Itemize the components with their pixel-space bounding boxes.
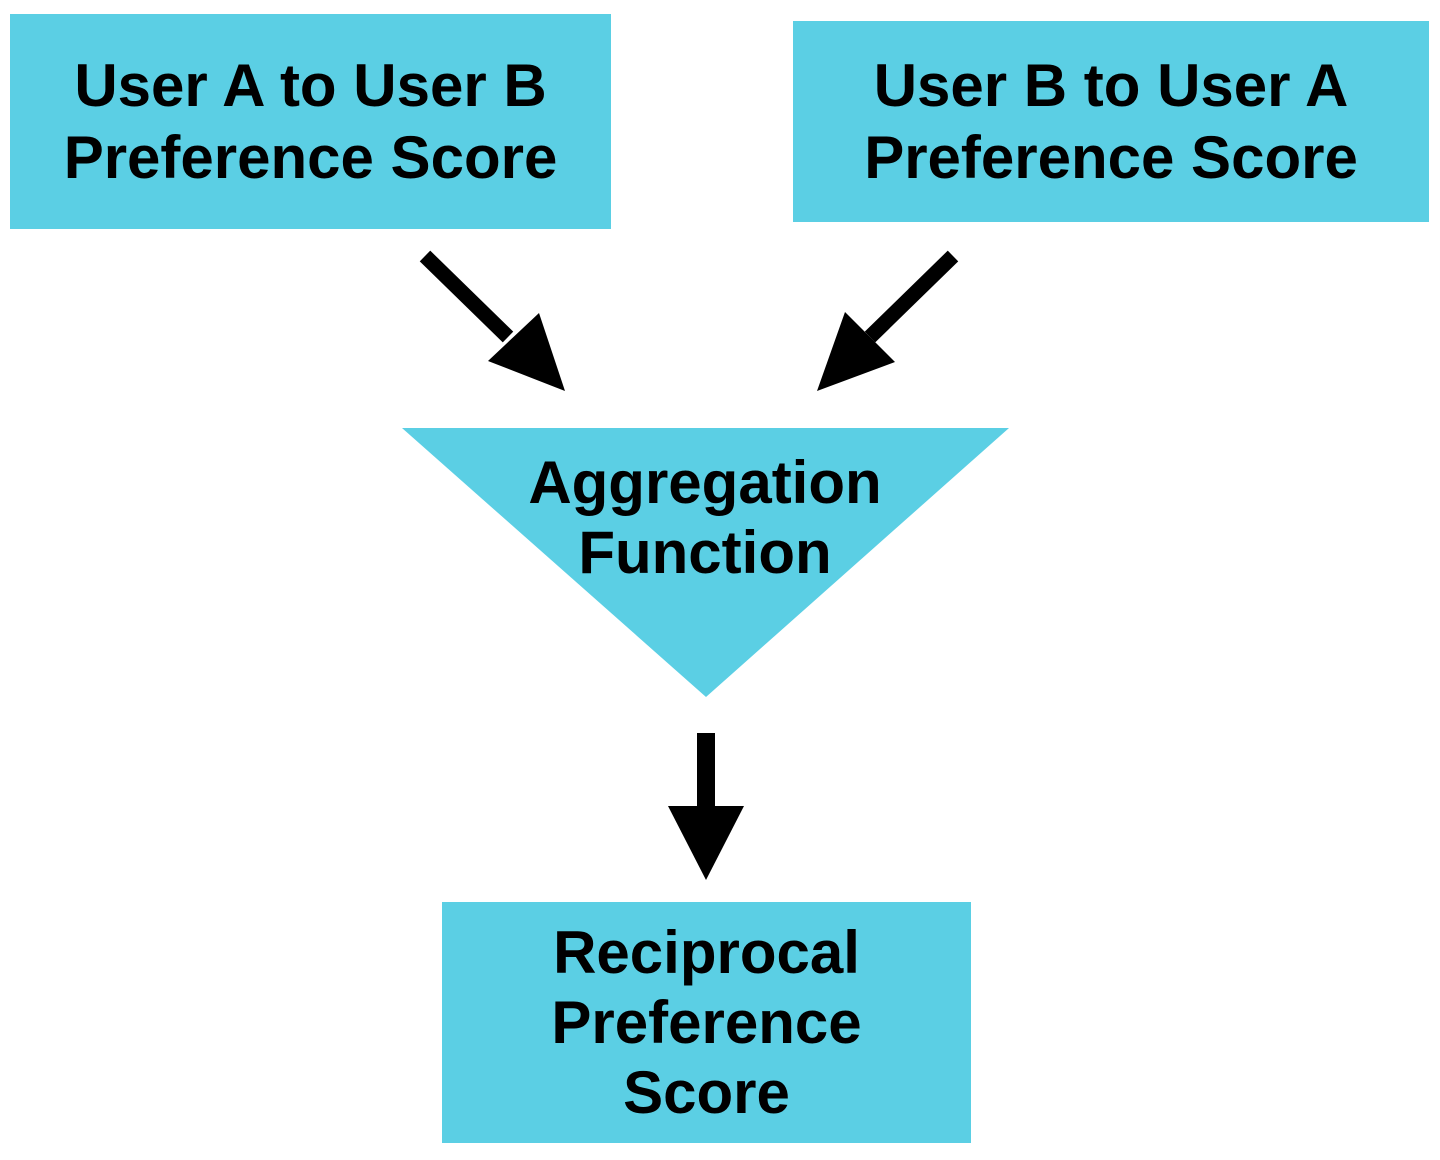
node-label: Preference Score <box>864 123 1358 191</box>
arrow-a-to-aggregation <box>419 250 565 391</box>
aggregation-function-triangle <box>402 428 1009 697</box>
node-label: Reciprocal <box>553 918 860 986</box>
arrow-b-to-aggregation <box>817 250 959 391</box>
node-label: User B to User A <box>873 51 1349 119</box>
aggregation-function-label: Aggregation Function <box>455 448 955 588</box>
node-label: Preference Score <box>63 123 558 191</box>
node-label: Score <box>623 1058 790 1126</box>
node-label: User A to User B <box>74 51 547 119</box>
node-label: Function <box>578 519 832 586</box>
node-label: Aggregation <box>528 449 882 516</box>
node-label: Preference <box>551 988 862 1056</box>
arrow-aggregation-to-output <box>668 733 744 880</box>
user-a-to-user-b-preference-score-box: User A to User B Preference Score <box>10 14 611 229</box>
reciprocal-preference-score-box: Reciprocal Preference Score <box>442 902 971 1143</box>
user-b-to-user-a-preference-score-box: User B to User A Preference Score <box>793 21 1429 222</box>
